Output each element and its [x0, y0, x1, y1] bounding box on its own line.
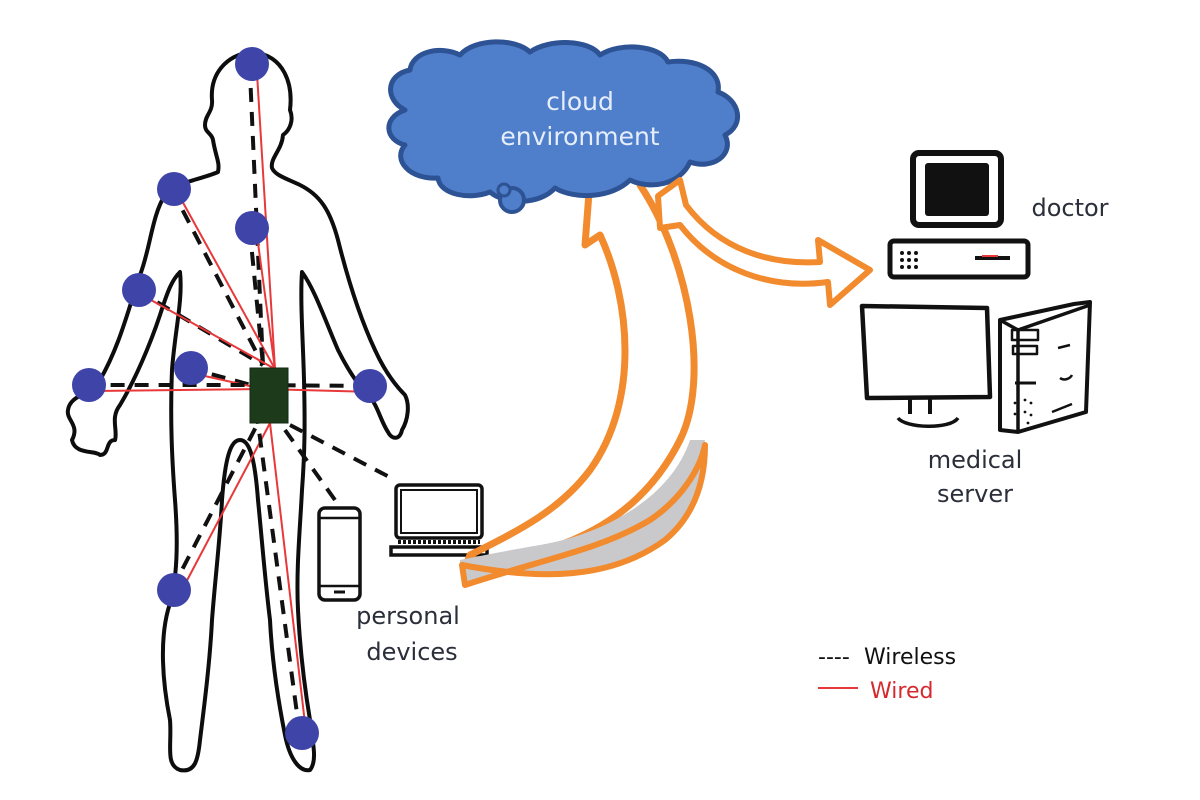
cloud-environment: cloud environment	[386, 39, 741, 214]
upload-arrow	[459, 171, 708, 588]
sensor-node-left-wrist	[72, 368, 106, 402]
laptop-icon	[389, 483, 489, 557]
wireless-link-left-shoulder	[169, 188, 265, 366]
legend-wireless-label: Wireless	[864, 645, 956, 670]
smartphone-icon	[317, 506, 362, 602]
central-hub-node	[249, 367, 289, 424]
server-label-line2: server	[937, 480, 1013, 508]
devices-label-line2: devices	[366, 638, 457, 666]
sensor-node-chest	[235, 211, 269, 245]
server-label-line1: medical	[928, 446, 1023, 474]
cloud-label-line1: cloud	[546, 87, 614, 116]
doctor-computer-icon: doctor	[887, 150, 1109, 280]
wireless-link-smartphone	[283, 428, 337, 502]
wired-link-left-knee	[177, 422, 271, 597]
sensor-node-abdomen	[174, 351, 208, 385]
cloud-label-line2: environment	[500, 122, 659, 151]
doctor-label: doctor	[1031, 194, 1108, 222]
sensor-node-left-knee	[157, 573, 191, 607]
wired-link-left-elbow	[143, 295, 276, 370]
wireless-link-right-ankle	[256, 422, 302, 734]
sensor-node-left-elbow	[122, 273, 156, 307]
sensor-node-head	[235, 47, 269, 81]
wired-link-right-ankle	[269, 422, 308, 740]
bidirectional-arrow	[655, 177, 873, 308]
wireless-link-left-knee	[169, 422, 260, 591]
sensor-links	[86, 63, 396, 740]
sensor-node-right-ankle	[285, 716, 319, 750]
sensor-nodes	[72, 47, 387, 750]
human-body-outline	[65, 50, 410, 773]
wired-link-left-shoulder	[177, 194, 276, 370]
wired-link-chest	[255, 233, 276, 370]
wired-link-left-wrist	[93, 388, 264, 392]
devices-label-line1: personal	[356, 602, 460, 630]
legend: ---- Wireless Wired	[818, 645, 956, 704]
sensor-node-left-shoulder	[157, 172, 191, 206]
wireless-link-laptop	[289, 423, 396, 482]
legend-wireless-swatch: ----	[818, 645, 850, 670]
medical-server-icon: medical server	[859, 300, 1092, 508]
legend-wired-label: Wired	[870, 679, 933, 704]
sensor-node-right-wrist	[353, 369, 387, 403]
